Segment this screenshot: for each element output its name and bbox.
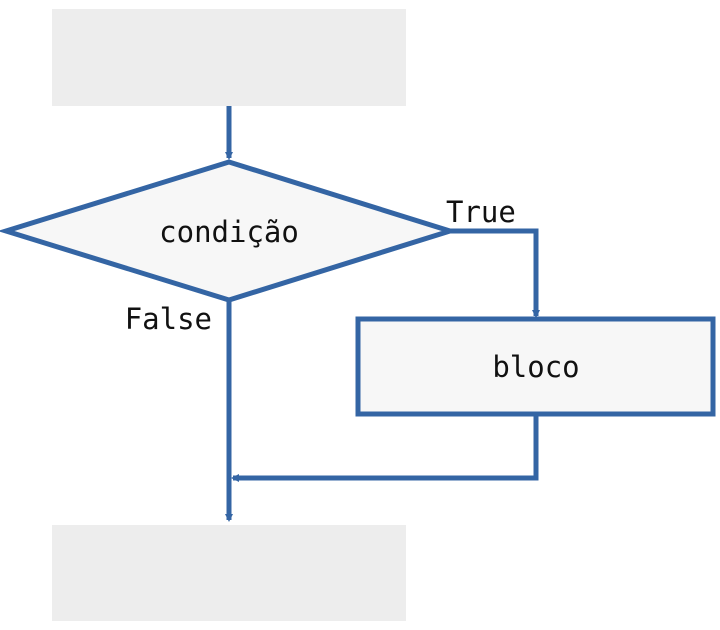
- false-branch-label: False: [125, 302, 212, 336]
- process-label: bloco: [492, 350, 579, 384]
- true-branch-label: True: [446, 195, 516, 229]
- bottom-placeholder-block: [52, 525, 406, 621]
- arrow-true-branch: [450, 228, 540, 318]
- decision-label: condição: [159, 215, 299, 249]
- process-box: [355, 316, 716, 417]
- top-placeholder-block: [52, 9, 406, 106]
- arrow-merge: [231, 414, 539, 482]
